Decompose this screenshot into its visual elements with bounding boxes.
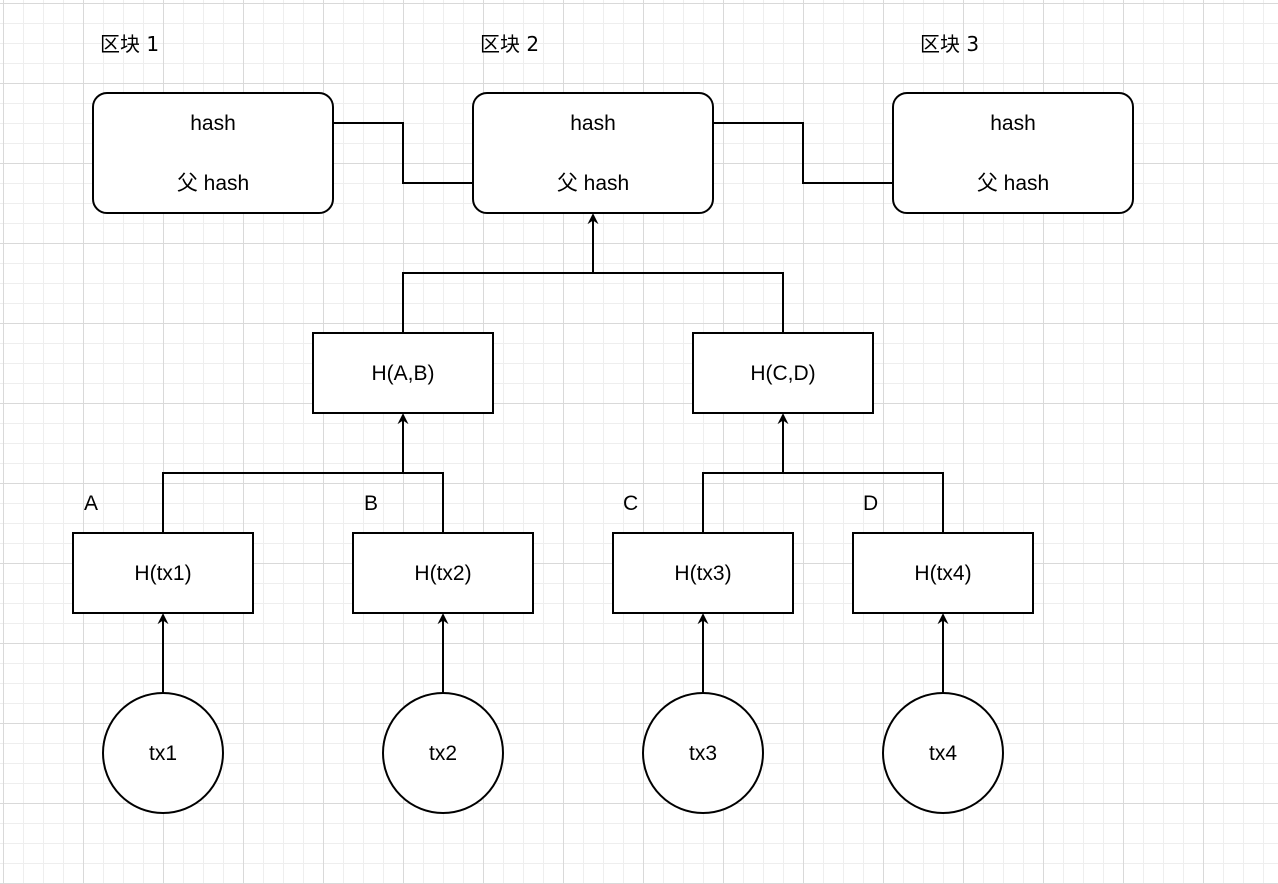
transaction-tx1: tx1 <box>102 692 224 814</box>
leaf-hash-label: H(tx3) <box>674 562 731 585</box>
transaction-tx3: tx3 <box>642 692 764 814</box>
block-2: 区块 2 hash 父 hash <box>472 32 714 214</box>
leaf-hash-label: H(tx1) <box>134 562 191 585</box>
block-1: 区块 1 hash 父 hash <box>92 32 334 214</box>
leaf-id-label: C <box>623 492 638 515</box>
merkle-node-box[interactable] <box>312 332 494 414</box>
merkle-node-label: H(C,D) <box>750 362 815 385</box>
leaf-hash-d: D H(tx4) <box>852 492 1034 614</box>
block-box[interactable] <box>472 92 714 214</box>
block-hash-field: hash <box>190 112 236 135</box>
leaf-hash-c: C H(tx3) <box>612 492 794 614</box>
leaf-hash-box[interactable] <box>72 532 254 614</box>
transaction-circle[interactable] <box>642 692 764 814</box>
edge-c-to-hcd <box>702 413 789 533</box>
leaf-hash-box[interactable] <box>852 532 1034 614</box>
block-box[interactable] <box>892 92 1134 214</box>
transaction-circle[interactable] <box>382 692 504 814</box>
block-parent-hash-field: 父 hash <box>977 172 1049 195</box>
leaf-id-label: A <box>84 492 98 515</box>
transaction-label: tx2 <box>429 742 457 765</box>
leaf-id-label: B <box>364 492 378 515</box>
block-parent-hash-field: 父 hash <box>177 172 249 195</box>
edge-d-to-hcd <box>783 472 944 533</box>
block-hash-field: hash <box>990 112 1036 135</box>
merkle-node-hcd: H(C,D) <box>692 332 874 414</box>
leaf-id-label: D <box>863 492 878 515</box>
edge-block3-to-block2 <box>653 117 953 184</box>
leaf-hash-box[interactable] <box>612 532 794 614</box>
edge-block2-to-block1 <box>273 117 533 184</box>
merkle-node-box[interactable] <box>692 332 874 414</box>
block-box[interactable] <box>92 92 334 214</box>
block-title: 区块 3 <box>920 32 979 56</box>
block-parent-hash-field: 父 hash <box>557 172 629 195</box>
edge-hcd-to-block2 <box>593 272 784 333</box>
block-3: 区块 3 hash 父 hash <box>892 32 1134 214</box>
leaf-hash-b: B H(tx2) <box>352 492 534 614</box>
block-hash-field: hash <box>570 112 616 135</box>
transaction-label: tx3 <box>689 742 717 765</box>
block-title: 区块 1 <box>100 32 159 56</box>
leaf-hash-label: H(tx4) <box>914 562 971 585</box>
leaf-hash-a: A H(tx1) <box>72 492 254 614</box>
transaction-circle[interactable] <box>102 692 224 814</box>
block-title: 区块 2 <box>480 32 539 56</box>
edge-b-to-hab <box>403 472 444 533</box>
transaction-tx4: tx4 <box>882 692 1004 814</box>
transaction-label: tx4 <box>929 742 957 765</box>
transaction-label: tx1 <box>149 742 177 765</box>
transaction-circle[interactable] <box>882 692 1004 814</box>
edge-hab-to-block2 <box>402 213 599 333</box>
merkle-node-label: H(A,B) <box>372 362 435 385</box>
merkle-node-hab: H(A,B) <box>312 332 494 414</box>
leaf-hash-label: H(tx2) <box>414 562 471 585</box>
leaf-hash-box[interactable] <box>352 532 534 614</box>
transaction-tx2: tx2 <box>382 692 504 814</box>
edge-a-to-hab <box>162 413 409 533</box>
edges <box>157 117 953 693</box>
